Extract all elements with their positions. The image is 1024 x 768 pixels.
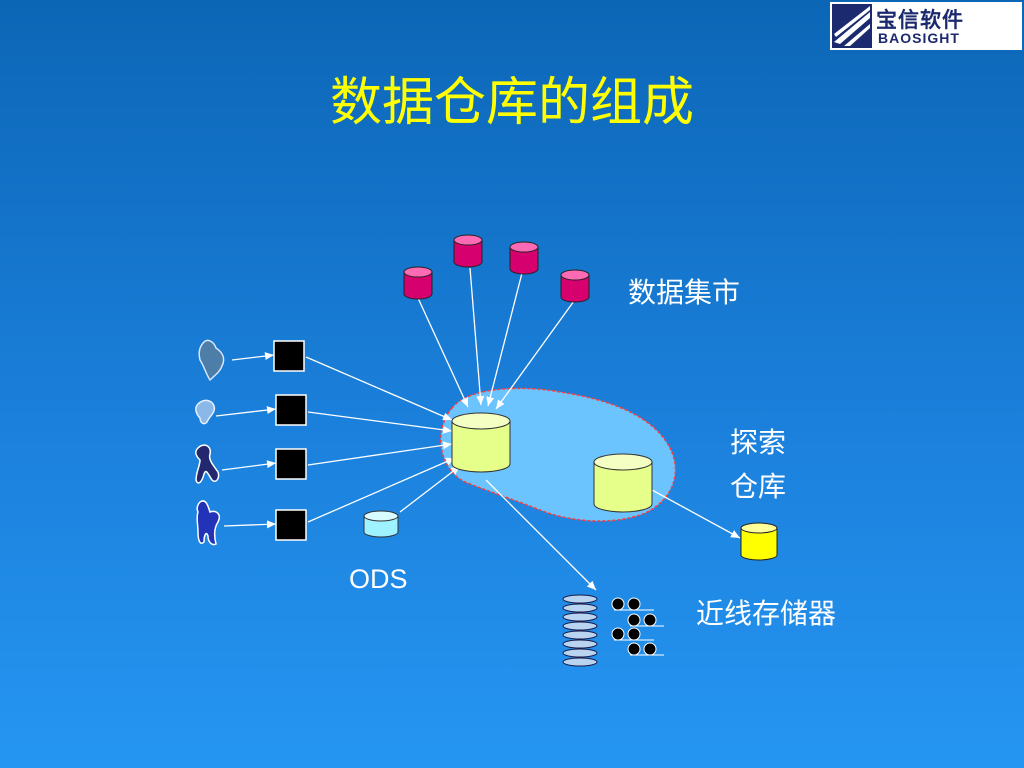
data-mart-cylinder xyxy=(403,266,433,300)
exploration-warehouse-label-line2: 仓库 xyxy=(730,470,787,503)
source-shapes xyxy=(195,339,225,546)
baosight-logo: 宝信软件 BAOSIGHT xyxy=(830,2,1022,50)
mart-arrows xyxy=(417,267,575,410)
source-shape-icon xyxy=(195,444,220,484)
data-mart-cylinder xyxy=(509,241,539,275)
system-squares xyxy=(273,340,307,541)
near-line-storage-label: 近线存储器 xyxy=(696,597,837,630)
logo-chinese-text: 宝信软件 xyxy=(876,8,964,32)
data-mart-cylinders xyxy=(403,234,590,303)
slide-title: 数据仓库的组成 xyxy=(329,73,694,133)
data-mart-cylinder xyxy=(560,269,590,303)
black-square-icon xyxy=(275,509,307,541)
data-marts-label: 数据集市 xyxy=(628,276,741,309)
system-arrows xyxy=(305,356,461,523)
black-square-icon xyxy=(273,340,305,372)
disk-stack-icon xyxy=(562,594,598,667)
ods-cylinder xyxy=(363,510,399,538)
exploration-cylinder xyxy=(593,453,653,513)
exploration-arrow xyxy=(651,489,741,539)
black-square-icon xyxy=(275,448,307,480)
logo-english-text: BAOSIGHT xyxy=(878,30,960,46)
black-square-icon xyxy=(275,394,307,426)
exploration-warehouse-label-line1: 探索 xyxy=(730,426,787,459)
source-arrows xyxy=(215,352,277,529)
logo-mark-icon xyxy=(832,4,872,48)
source-shape-icon xyxy=(198,339,225,382)
data-mart-cylinder xyxy=(453,234,483,268)
tape-reels-icon xyxy=(611,597,664,656)
source-shape-icon xyxy=(196,500,221,546)
ods-label: ODS xyxy=(349,564,408,594)
source-shape-icon xyxy=(195,399,216,425)
exploration-output-cylinder xyxy=(740,522,778,561)
nearline-arrow xyxy=(485,479,597,591)
warehouse-cylinder xyxy=(451,412,511,473)
